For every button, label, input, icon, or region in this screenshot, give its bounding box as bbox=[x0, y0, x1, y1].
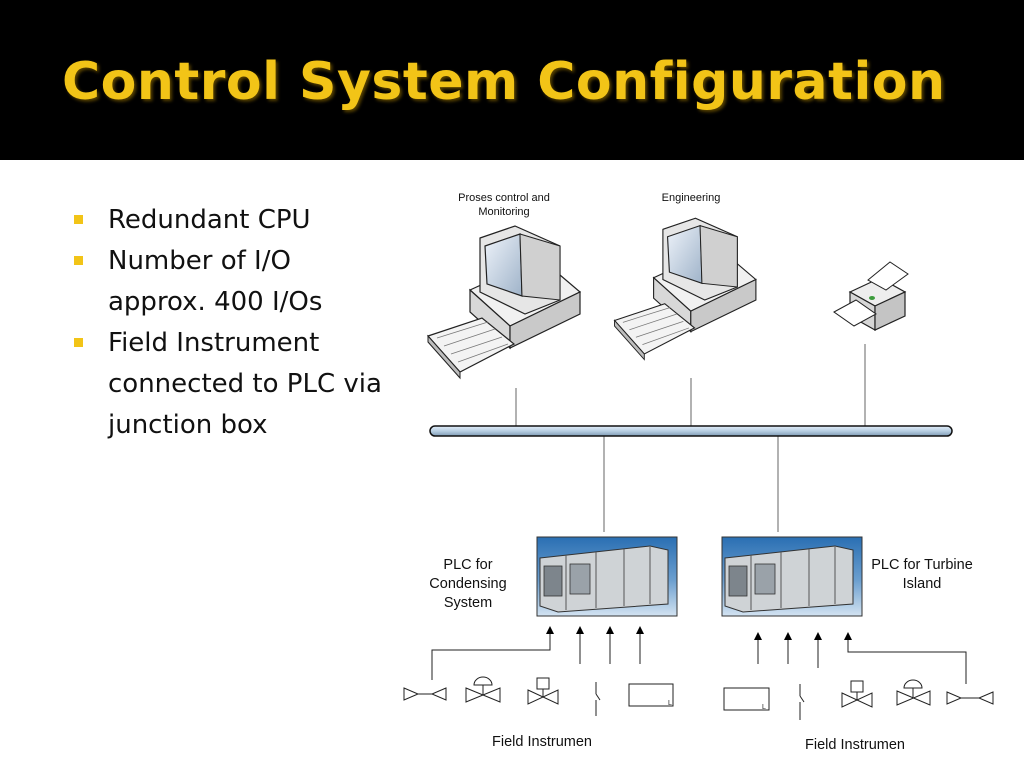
printer-icon bbox=[833, 261, 909, 332]
bullet-field-instrument: Field Instrument connected to PLC via ju… bbox=[74, 323, 394, 446]
control-valve-icon bbox=[896, 679, 931, 706]
label-engineering: Engineering bbox=[661, 192, 721, 204]
level-marker-right: L bbox=[762, 704, 766, 711]
plc-rack-condensing bbox=[536, 536, 678, 617]
label-plc-condensing: PLC for Condensing System bbox=[429, 557, 507, 611]
switch-icon bbox=[799, 684, 805, 720]
label-plc-turbine: PLC for Turbine Island bbox=[871, 557, 973, 592]
arrow-up-icon bbox=[754, 632, 852, 640]
actuated-valve-icon bbox=[527, 677, 559, 705]
actuated-valve-icon bbox=[841, 680, 873, 708]
network-bus bbox=[429, 425, 953, 437]
computer-icon bbox=[613, 217, 757, 361]
bullet-io-count: Number of I/O approx. 400 I/Os bbox=[74, 241, 394, 323]
level-transmitter-icon bbox=[628, 683, 674, 707]
plc-rack-turbine bbox=[721, 536, 863, 617]
control-valve-icon bbox=[465, 676, 501, 703]
signal-lines-right bbox=[757, 640, 967, 684]
bullet-redundant-cpu: Redundant CPU bbox=[74, 200, 394, 241]
computer-icon bbox=[426, 225, 582, 380]
title-bar bbox=[0, 0, 1024, 160]
level-transmitter-icon bbox=[723, 687, 770, 711]
slide-title: Control System Configuration bbox=[62, 52, 946, 112]
arrow-up-icon bbox=[546, 626, 644, 634]
label-process-control: Proses control and Monitoring bbox=[458, 192, 550, 218]
flow-element-icon bbox=[403, 687, 447, 701]
signal-lines-left bbox=[431, 632, 641, 680]
flow-element-icon bbox=[946, 691, 994, 705]
label-field-instrument-left: Field Instrumen bbox=[492, 734, 592, 750]
switch-icon bbox=[595, 682, 601, 716]
level-marker-left: L bbox=[668, 700, 672, 707]
bullet-list: Redundant CPU Number of I/O approx. 400 … bbox=[74, 200, 394, 446]
label-field-instrument-right: Field Instrumen bbox=[805, 737, 905, 753]
